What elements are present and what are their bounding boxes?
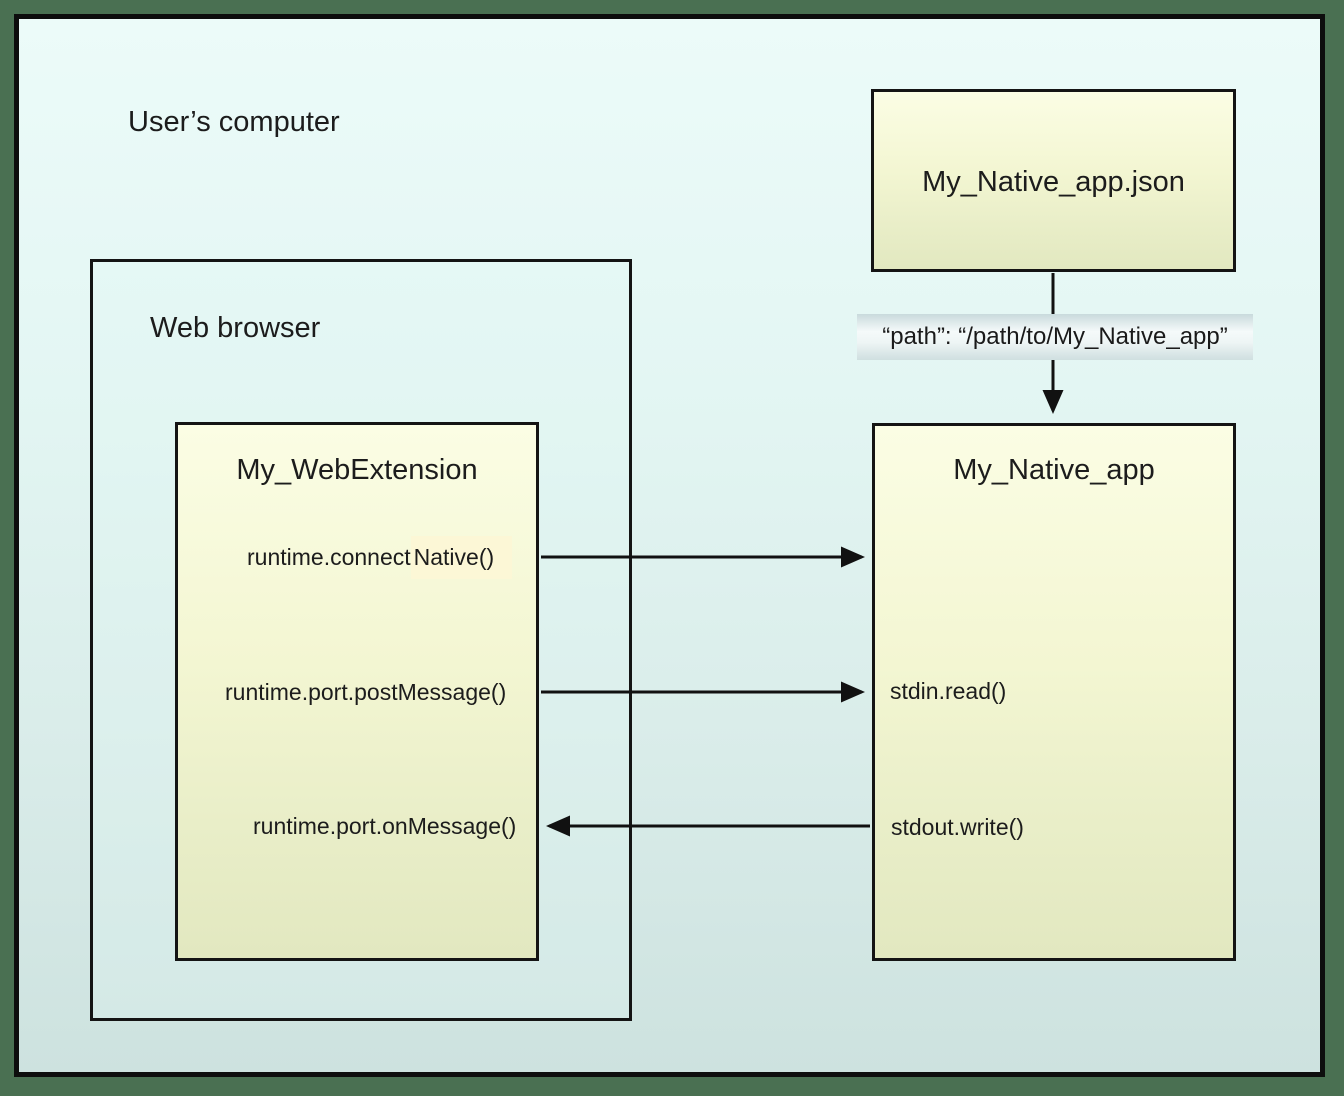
users-computer-label: User’s computer bbox=[128, 106, 340, 138]
native-app-json-box bbox=[871, 89, 1236, 272]
on-message-label: runtime.port.onMessage() bbox=[253, 813, 517, 839]
native-app-title: My_Native_app bbox=[953, 454, 1155, 486]
connect-native-highlight: Native() bbox=[410, 536, 513, 579]
post-message-label: runtime.port.postMessage() bbox=[225, 679, 507, 705]
stdout-write-label: stdout.write() bbox=[891, 814, 1024, 840]
native-app-box bbox=[872, 423, 1236, 961]
web-browser-label: Web browser bbox=[150, 312, 321, 344]
web-extension-box bbox=[175, 422, 539, 961]
native-app-json-title: My_Native_app.json bbox=[922, 166, 1185, 198]
connect-native-prefix: runtime.connect bbox=[247, 544, 411, 570]
stdin-read-label: stdin.read() bbox=[890, 678, 1007, 704]
web-extension-title: My_WebExtension bbox=[236, 454, 478, 486]
path-edge-label: “path”: “/path/to/My_Native_app” bbox=[857, 314, 1253, 360]
